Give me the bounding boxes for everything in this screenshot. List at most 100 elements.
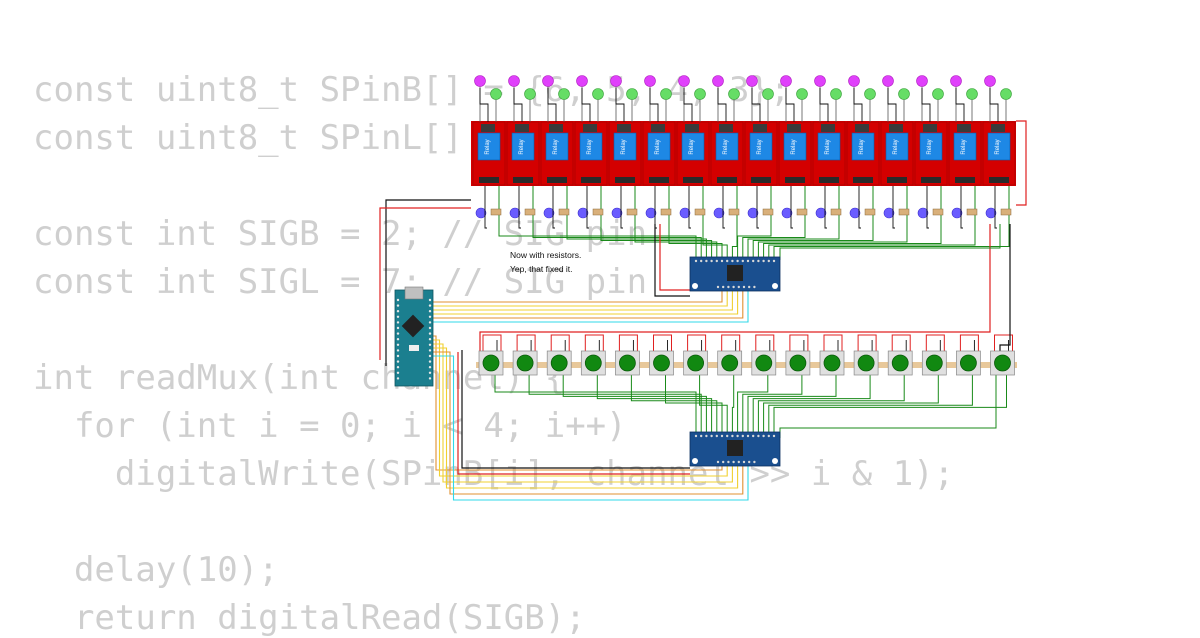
relay-body: [749, 132, 773, 161]
wire: [687, 334, 707, 351]
wire: [1016, 120, 1027, 206]
resistor: [558, 208, 570, 216]
nano-pin: [396, 304, 400, 307]
relay-terminal: [889, 124, 903, 132]
wire: [737, 375, 769, 432]
multiplexers: [689, 256, 781, 467]
mux-pin: [748, 285, 751, 289]
led-wire: [785, 88, 795, 122]
led-green: [728, 88, 740, 100]
nano-pin: [428, 321, 432, 324]
nano-pin: [428, 354, 432, 358]
wire: [618, 334, 638, 351]
relay-label: Relay: [859, 139, 865, 154]
led-blue: [713, 207, 725, 219]
led-blue: [883, 207, 895, 219]
nano-pin: [428, 338, 432, 341]
mux-pin: [716, 460, 720, 464]
wire: [516, 334, 536, 351]
nano-pin: [428, 326, 432, 330]
nano-chip: [401, 314, 425, 338]
nano-pin: [428, 304, 432, 307]
led-blue: [781, 207, 793, 219]
resistor: [626, 208, 638, 216]
mux-pin: [767, 434, 770, 438]
relay-terminal: [855, 124, 869, 132]
led-wire: [649, 88, 659, 122]
relay-header: [955, 177, 975, 183]
led-green: [558, 88, 570, 100]
wire: [498, 186, 697, 257]
relay-module: Relay: [608, 121, 642, 186]
relay-header: [921, 177, 941, 183]
wire: [702, 186, 728, 257]
led-pink: [474, 75, 486, 87]
pushbutton: [683, 350, 708, 376]
nano-pin: [428, 349, 432, 352]
nano-usb: [404, 286, 424, 300]
wire: [752, 375, 871, 432]
relay-wire: [756, 186, 759, 229]
relay-module: Relay: [642, 121, 676, 186]
mux-pin: [772, 259, 776, 263]
wire: [659, 224, 690, 291]
mux-pin: [767, 259, 770, 263]
led-blue: [509, 207, 521, 219]
relay-header: [989, 177, 1009, 183]
note-resistors: Now with resistors.: [510, 250, 582, 260]
mux-pin: [710, 434, 713, 438]
nano-pin: [428, 332, 432, 335]
led-green: [626, 88, 638, 100]
nano-pin: [396, 315, 400, 318]
relay-module: Relay: [710, 121, 744, 186]
led-pink: [814, 75, 826, 87]
led-pink: [780, 75, 792, 87]
led-wire: [887, 88, 897, 122]
wire: [385, 199, 471, 366]
pushbutton: [751, 350, 777, 376]
button-cap: [687, 354, 704, 372]
pushbutton: [853, 350, 879, 376]
led-blue: [815, 207, 827, 219]
relay-body: [783, 132, 807, 161]
led-pink: [916, 75, 928, 87]
relay-body: [715, 132, 739, 161]
nano-pin: [396, 366, 400, 369]
nano-pin: [428, 377, 432, 380]
led-pink: [882, 75, 894, 87]
wire: [379, 207, 471, 360]
wire: [630, 375, 718, 432]
mux-pin: [732, 460, 735, 464]
pushbutton: [512, 350, 538, 376]
mux-pin: [720, 259, 724, 263]
pushbutton: [921, 350, 947, 376]
button-cap: [823, 354, 841, 372]
led-blue: [645, 207, 657, 219]
relay-terminal: [651, 124, 665, 132]
button-cap: [994, 354, 1011, 372]
relay-body: [885, 132, 909, 161]
wire: [528, 375, 702, 432]
relay-module: Relay: [506, 121, 540, 186]
resistor: [1000, 208, 1012, 216]
led-wire: [717, 88, 727, 122]
wire: [779, 375, 997, 438]
led-green: [830, 88, 842, 100]
wire: [721, 334, 741, 351]
note-fixed: Yep, that fixed it.: [510, 264, 573, 274]
resistor: [762, 208, 774, 216]
wire: [566, 186, 707, 257]
mux-pin: [722, 460, 725, 464]
nano-pin: [428, 343, 432, 346]
relay-module: Relay: [778, 121, 812, 186]
relay-label: Relay: [519, 139, 525, 154]
relay-label: Relay: [553, 139, 559, 154]
led-green: [796, 88, 808, 100]
mux-hole: [772, 283, 778, 289]
relay-label: Relay: [927, 139, 933, 154]
relay-label: Relay: [621, 139, 627, 154]
button-cap: [857, 354, 875, 372]
mux-pin: [772, 434, 776, 438]
relay-wire: [654, 186, 657, 229]
relay-module: Relay: [982, 121, 1016, 186]
